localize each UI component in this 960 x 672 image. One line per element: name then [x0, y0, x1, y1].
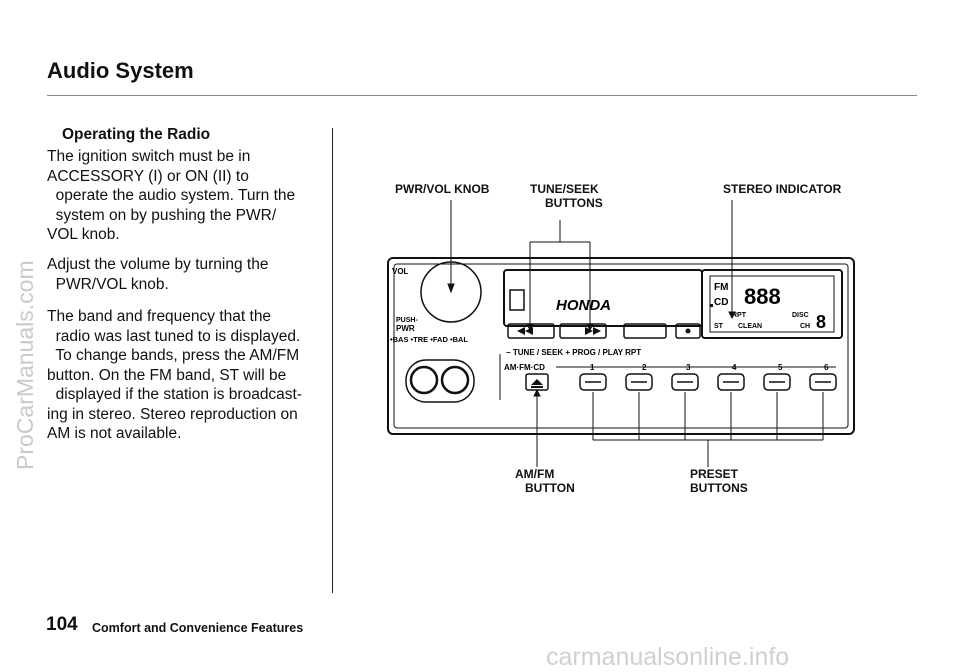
- callout-preset-line2: BUTTONS: [690, 481, 748, 495]
- paragraph-volume: Adjust the volume by turning the PWR/VOL…: [47, 256, 269, 293]
- treble-knob: [440, 365, 470, 395]
- page-number: 104: [46, 614, 78, 635]
- honda-logo: HONDA: [556, 297, 611, 314]
- paragraph-ignition: The ignition switch must be in ACCESSORY…: [47, 148, 296, 243]
- lcd-ch-digit: 8: [816, 312, 826, 332]
- footer-section: Comfort and Convenience Features: [92, 621, 304, 635]
- lcd-clean: CLEAN: [738, 323, 762, 330]
- callout-pwr-vol-knob: PWR/VOL KNOB: [395, 182, 490, 196]
- preset-button-5: [763, 373, 791, 391]
- callout-am-fm-line2: BUTTON: [525, 481, 575, 495]
- vol-label: VOL: [392, 267, 409, 276]
- watermark-bottom: carmanualsonline.info: [546, 643, 790, 671]
- radio-outer-frame: [387, 257, 855, 435]
- lcd-cd: CD: [714, 297, 728, 308]
- radio-inner-frame: [393, 263, 849, 429]
- lcd-display: [701, 269, 843, 339]
- lcd-rpt: RPT: [732, 312, 747, 319]
- radio-diagram: VOL PUSH- PWR •BAS •TRE •FAD •BAL HONDA …: [387, 200, 855, 467]
- callout-tune-seek-line2: BUTTONS: [545, 196, 603, 210]
- lcd-digits: 888: [744, 284, 781, 309]
- tape-door: [509, 289, 525, 311]
- preset-button-4: [717, 373, 745, 391]
- watermark-side: ProCarManuals.com: [12, 260, 38, 470]
- bass-knob: [409, 365, 439, 395]
- lcd-disc: DISC: [792, 312, 809, 319]
- preset-number-2: 2: [642, 363, 647, 372]
- preset-number-3: 3: [686, 363, 691, 372]
- lcd-fm: FM: [714, 282, 728, 293]
- rpt-button: [675, 323, 701, 339]
- callout-stereo-indicator: STEREO INDICATOR: [723, 182, 842, 196]
- paragraph-band: The band and frequency that the radio wa…: [47, 308, 303, 442]
- callout-tune-seek-line1: TUNE/SEEK: [530, 182, 599, 196]
- header-rule: [47, 95, 917, 96]
- pwr-label: PWR: [396, 324, 415, 333]
- preset-number-6: 6: [824, 363, 829, 372]
- tune-seek-row-label: − TUNE / SEEK + PROG / PLAY RPT: [506, 348, 641, 357]
- knob-function-labels: •BAS •TRE •FAD •BAL: [390, 335, 468, 344]
- preset-button-1: [579, 373, 607, 391]
- preset-button-2: [625, 373, 653, 391]
- seek-up-button: [559, 323, 607, 339]
- prog-button: [623, 323, 667, 339]
- lcd-ch: CH: [800, 323, 810, 330]
- callout-preset-line1: PRESET: [690, 467, 739, 481]
- preset-number-4: 4: [732, 363, 737, 372]
- preset-number-5: 5: [778, 363, 783, 372]
- preset-button-6: [809, 373, 837, 391]
- band-label: AM·FM·CD: [504, 363, 545, 372]
- push-label: PUSH-: [396, 317, 418, 324]
- section-heading: Operating the Radio: [62, 126, 211, 143]
- lcd-stereo-st: ST: [714, 323, 724, 330]
- preset-button-3: [671, 373, 699, 391]
- column-divider: [332, 128, 333, 593]
- preset-number-1: 1: [590, 363, 595, 372]
- callout-am-fm-line1: AM/FM: [515, 467, 555, 481]
- page-title: Audio System: [47, 58, 194, 83]
